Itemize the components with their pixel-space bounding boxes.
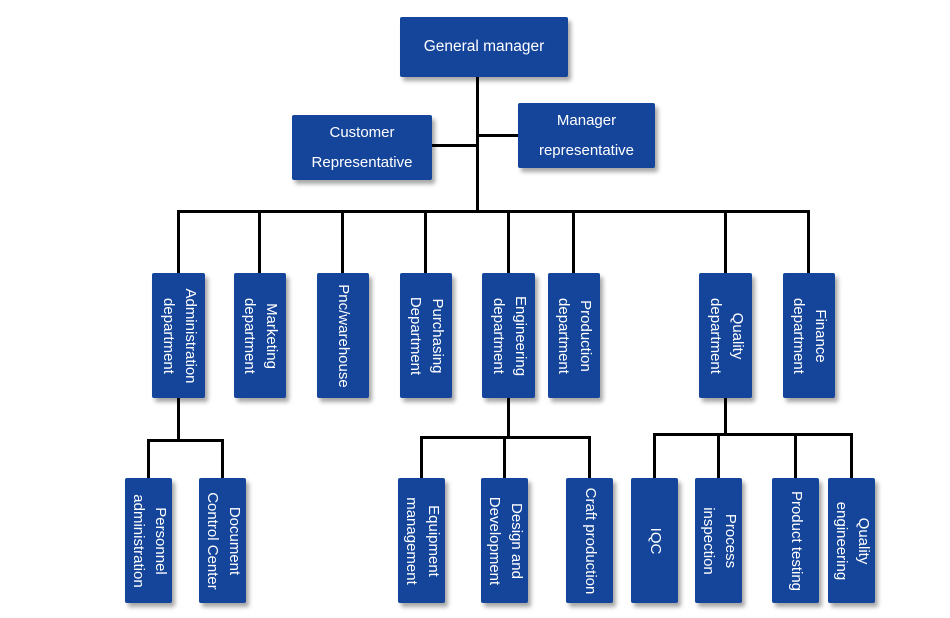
connector-drop-equipment (420, 436, 423, 478)
node-label: Design and Development (485, 496, 525, 585)
connector-drop-marketing (258, 210, 261, 273)
connector-drop-quality-engineering (850, 433, 853, 478)
node-label: General manager (423, 37, 545, 55)
node-label: Marketing department (241, 297, 280, 374)
connector-drop-pnc-warehouse (341, 210, 344, 273)
node-label: Administration department (159, 287, 199, 384)
connector-drop-product-testing (794, 433, 797, 478)
node-craft-production: Craft production (566, 478, 613, 603)
node-personnel-administration: Personnel administration (125, 478, 172, 603)
connector-drop-craft (588, 436, 591, 478)
connector-drop-design-dev (503, 436, 506, 478)
connector-stem-quality (724, 398, 727, 436)
node-manager-representative: Manager representative (518, 103, 655, 168)
connector-bus-departments (177, 210, 810, 213)
node-label: Customer Representative (311, 123, 413, 171)
node-label: Document Control Center (203, 491, 243, 590)
connector-drop-personnel (147, 439, 150, 478)
connector-drop-administration (177, 210, 180, 273)
node-label: Pnc/warehouse (334, 283, 352, 388)
node-label: Production department (555, 297, 594, 374)
connector-drop-engineering (507, 210, 510, 273)
node-finance-department: Finance department (783, 273, 835, 398)
node-customer-representative: Customer Representative (292, 115, 432, 180)
connector-drop-iqc (653, 433, 656, 478)
connector-bus-administration (147, 439, 224, 442)
node-quality-engineering: Quality engineering (828, 478, 875, 603)
node-equipment-management: Equipment management (398, 478, 445, 603)
connector-manager-representative (476, 134, 519, 137)
node-label: Process inspection (699, 506, 739, 575)
connector-stem-administration (177, 398, 180, 442)
node-label: Purchasing Department (407, 296, 446, 375)
node-label: Quality engineering (832, 501, 872, 580)
connector-stem-engineering (507, 398, 510, 439)
node-label: Quality department (706, 297, 746, 374)
node-label: Engineering department (489, 295, 529, 376)
node-label: Equipment management (402, 496, 442, 585)
node-pnc-warehouse: Pnc/warehouse (317, 273, 369, 398)
node-quality-department: Quality department (699, 273, 752, 398)
node-label: Finance department (790, 297, 829, 374)
node-document-control-center: Document Control Center (199, 478, 246, 603)
node-label: Personnel administration (129, 493, 169, 588)
node-product-testing: Product testing (772, 478, 819, 603)
node-label: Product testing (787, 490, 805, 591)
connector-drop-process-inspection (717, 433, 720, 478)
connector-bus-quality (653, 433, 853, 436)
node-general-manager: General manager (400, 17, 568, 77)
node-label: Manager representative (538, 111, 635, 159)
node-iqc: IQC (631, 478, 678, 603)
node-marketing-department: Marketing department (234, 273, 286, 398)
connector-drop-finance (807, 210, 810, 273)
node-label: IQC (646, 527, 664, 554)
node-administration-department: Administration department (152, 273, 205, 398)
connector-customer-representative (431, 144, 479, 147)
node-process-inspection: Process inspection (695, 478, 742, 603)
connector-drop-document-control (221, 439, 224, 478)
connector-drop-production (572, 210, 575, 273)
connector-drop-quality (724, 210, 727, 273)
node-engineering-department: Engineering department (482, 273, 535, 398)
connector-drop-purchasing (424, 210, 427, 273)
node-purchasing-department: Purchasing Department (400, 273, 452, 398)
node-design-and-development: Design and Development (481, 478, 528, 603)
node-label: Craft production (581, 487, 599, 594)
node-production-department: Production department (548, 273, 600, 398)
